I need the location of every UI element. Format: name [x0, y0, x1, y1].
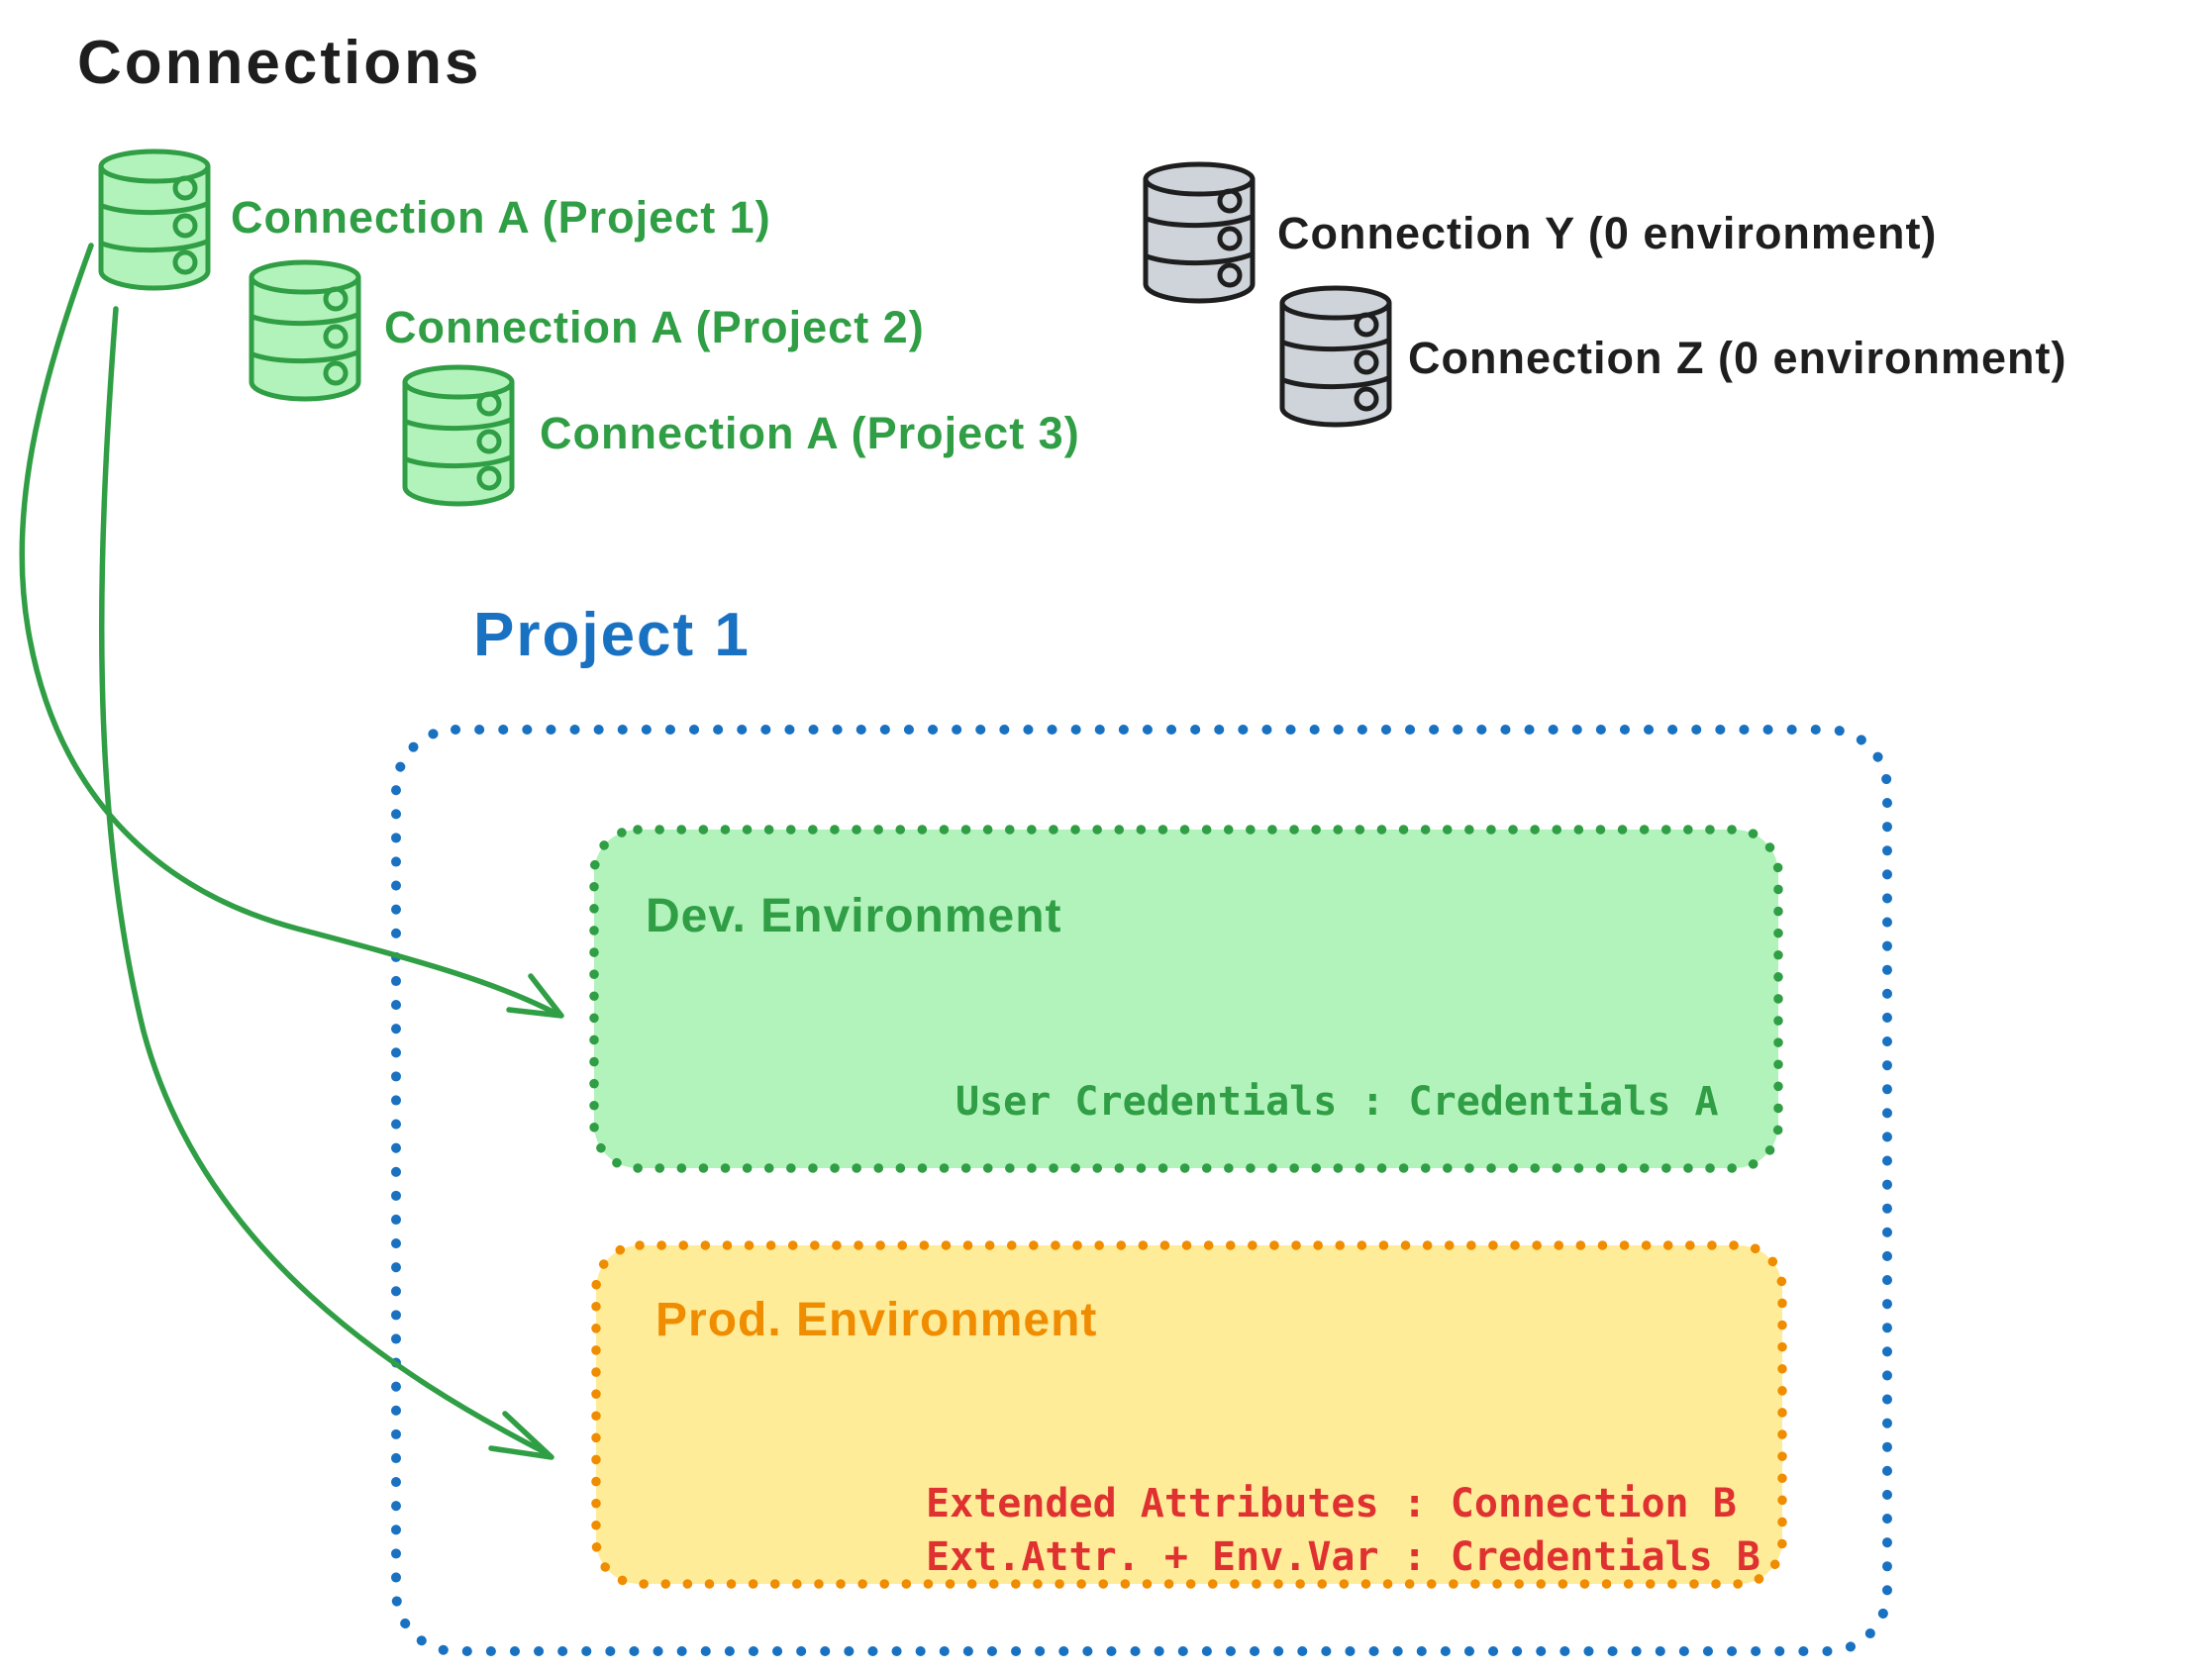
prod-mapping-line-1: Extended Attributes : Connection B: [926, 1481, 1737, 1526]
connection-a-project-1-label: Connection A (Project 1): [231, 192, 771, 243]
arrowhead-icon: [488, 1411, 554, 1460]
database-icon-connection-y: [1146, 164, 1253, 301]
project-1-box: [391, 725, 1892, 1656]
dev-environment-title: Dev. Environment: [646, 890, 1062, 942]
dev-credentials-mapping: User Credentials : Credentials A: [955, 1079, 1719, 1125]
connection-a-project-3-label: Connection A (Project 3): [540, 408, 1080, 458]
database-icon-connection-a-project-3: [405, 367, 512, 504]
arrowhead-icon: [506, 973, 564, 1019]
database-icon-connection-z: [1282, 288, 1389, 425]
project-1-title: Project 1: [473, 601, 751, 669]
database-icon-connection-a-project-1: [101, 151, 208, 288]
database-icon-connection-a-project-2: [251, 262, 358, 399]
prod-environment-box: [591, 1240, 1787, 1589]
connection-z-label: Connection Z (0 environment): [1408, 333, 2067, 383]
connection-a-project-2-label: Connection A (Project 2): [384, 302, 925, 352]
prod-mappings: Extended Attributes : Connection B Ext.A…: [926, 1477, 1760, 1584]
arrow-to-prod-environment: [98, 306, 554, 1460]
dev-environment-box: [589, 825, 1783, 1173]
prod-mapping-line-2: Ext.Attr. + Env.Var : Credentials B: [926, 1534, 1760, 1580]
connection-y-label: Connection Y (0 environment): [1277, 208, 1938, 258]
prod-environment-title: Prod. Environment: [655, 1294, 1098, 1346]
diagram-title: Connections: [77, 29, 482, 97]
arrow-to-dev-environment: [19, 243, 564, 1019]
